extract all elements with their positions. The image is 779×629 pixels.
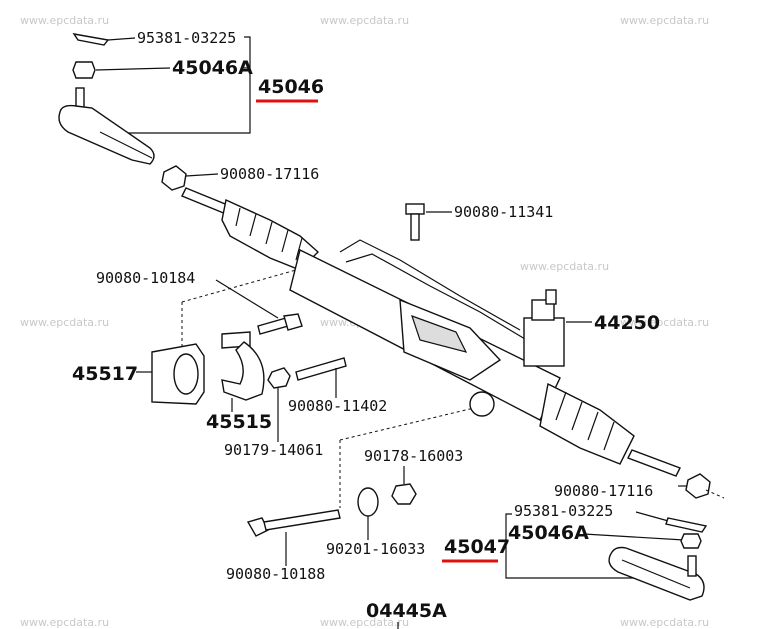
label-90080-17116-bot[interactable]: 90080-17116 bbox=[554, 482, 653, 500]
watermark-group: www.epcdata.ru www.epcdata.ru www.epcdat… bbox=[20, 14, 709, 629]
watermark: www.epcdata.ru bbox=[320, 616, 409, 629]
watermark: www.epcdata.ru bbox=[620, 14, 709, 27]
nut-90178-16003[interactable] bbox=[391, 483, 417, 505]
label-45047[interactable]: 45047 bbox=[444, 536, 510, 558]
lock-nut-top[interactable] bbox=[161, 165, 187, 191]
label-95381-03225-top[interactable]: 95381-03225 bbox=[137, 29, 236, 47]
bolt-90080-10188[interactable] bbox=[246, 509, 341, 537]
bolt-90080-11341[interactable] bbox=[405, 203, 425, 241]
castle-nut-bottom[interactable] bbox=[680, 533, 702, 549]
watermark: www.epcdata.ru bbox=[520, 260, 609, 273]
label-90080-10188[interactable]: 90080-10188 bbox=[226, 565, 325, 583]
washer-90201-16033[interactable] bbox=[357, 487, 379, 517]
castle-nut-top[interactable] bbox=[72, 61, 96, 79]
label-45046A-bottom[interactable]: 45046A bbox=[508, 522, 589, 544]
clamp-45515[interactable] bbox=[221, 331, 265, 401]
bolt-90080-10184[interactable] bbox=[257, 313, 303, 335]
bushing-45517[interactable] bbox=[151, 343, 205, 405]
label-44250[interactable]: 44250 bbox=[594, 312, 660, 334]
watermark: www.epcdata.ru bbox=[320, 14, 409, 27]
stud-90080-11402[interactable] bbox=[295, 357, 347, 381]
label-95381-03225-bot[interactable]: 95381-03225 bbox=[514, 502, 613, 520]
label-90179-14061[interactable]: 90179-14061 bbox=[224, 441, 323, 459]
cotter-pin-top[interactable] bbox=[72, 33, 110, 46]
tie-rod-end-bottom[interactable] bbox=[608, 546, 705, 601]
label-90080-11341[interactable]: 90080-11341 bbox=[454, 203, 553, 221]
label-90080-17116-top[interactable]: 90080-17116 bbox=[220, 165, 319, 183]
label-90178-16003[interactable]: 90178-16003 bbox=[364, 447, 463, 465]
lock-nut-bottom[interactable] bbox=[685, 473, 711, 499]
label-90080-11402[interactable]: 90080-11402 bbox=[288, 397, 387, 415]
label-90080-10184[interactable]: 90080-10184 bbox=[96, 269, 195, 287]
nut-90179-14061[interactable] bbox=[267, 367, 291, 389]
steering-rack[interactable] bbox=[181, 187, 681, 477]
label-90201-16033[interactable]: 90201-16033 bbox=[326, 540, 425, 558]
watermark: www.epcdata.ru bbox=[20, 316, 109, 329]
cotter-pin-bottom[interactable] bbox=[665, 517, 708, 533]
watermark: www.epcdata.ru bbox=[620, 316, 709, 329]
tie-rod-end-top[interactable] bbox=[58, 87, 155, 165]
watermark: www.epcdata.ru bbox=[620, 616, 709, 629]
label-45515[interactable]: 45515 bbox=[206, 411, 272, 433]
watermark: www.epcdata.ru bbox=[20, 616, 109, 629]
label-45046[interactable]: 45046 bbox=[258, 76, 324, 98]
label-45046A-top[interactable]: 45046A bbox=[172, 57, 253, 79]
watermark: www.epcdata.ru bbox=[20, 14, 109, 27]
label-45517[interactable]: 45517 bbox=[72, 363, 138, 385]
label-04445A[interactable]: 04445A bbox=[366, 600, 447, 622]
